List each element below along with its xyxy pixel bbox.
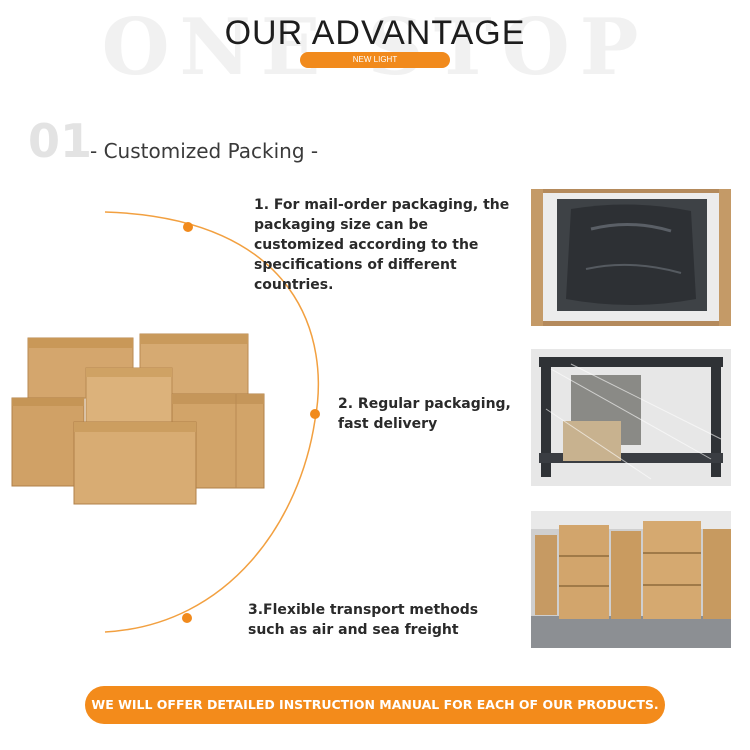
feature-text-3: 3.Flexible transport methods such as air… — [248, 602, 479, 638]
background-watermark-text: ONE STOP — [101, 2, 649, 93]
warehouse-photo — [531, 511, 731, 648]
timeline-dot-2 — [310, 409, 320, 419]
section-number: 01 — [28, 114, 93, 168]
packed-chair-photo — [531, 189, 731, 326]
title-tag: NEW LIGHT — [300, 52, 450, 68]
timeline-dot-3 — [182, 613, 192, 623]
feature-text-2: 2. Regular packaging, fast delivery — [338, 396, 511, 432]
wrapped-frame-photo — [531, 349, 731, 486]
timeline-dot-1 — [183, 222, 193, 232]
feature-text-1: 1. For mail-order packaging, the packagi… — [254, 197, 510, 293]
page-title: OUR ADVANTAGE — [224, 14, 526, 52]
section-title: - Customized Packing - — [90, 139, 319, 163]
instruction-banner: WE WILL OFFER DETAILED INSTRUCTION MANUA… — [85, 686, 665, 724]
cardboard-boxes-image — [10, 330, 270, 510]
